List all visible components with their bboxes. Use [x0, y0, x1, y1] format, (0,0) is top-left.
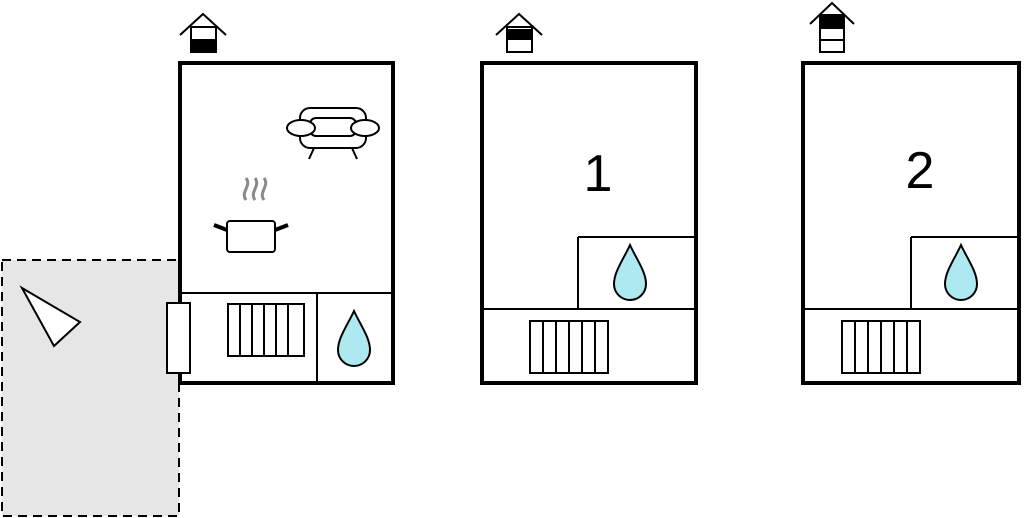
room-number: 2 [906, 142, 935, 200]
floor-plan-2: 2 [801, 1, 1021, 385]
room-divider [482, 236, 696, 310]
room-number: 1 [584, 145, 613, 203]
cooking-pot-icon [213, 177, 289, 253]
heater-icon [227, 303, 305, 357]
door-icon [166, 302, 191, 374]
floor-plan-1: 1 [480, 12, 698, 385]
heater-icon [841, 320, 921, 374]
water-drop-icon [336, 308, 372, 367]
floor-indicator-house-icon [179, 12, 227, 53]
water-drop-icon [943, 242, 979, 301]
floor-indicator-house-icon [495, 12, 543, 53]
heater-icon [529, 320, 609, 374]
water-drop-icon [612, 242, 648, 301]
floor-indicator-house-icon [809, 1, 855, 53]
floor-plan-ground [166, 12, 395, 385]
room-divider [803, 236, 1019, 310]
room-divider [180, 292, 393, 383]
sofa-icon [286, 107, 380, 160]
sun-lounger-icon [19, 285, 82, 348]
